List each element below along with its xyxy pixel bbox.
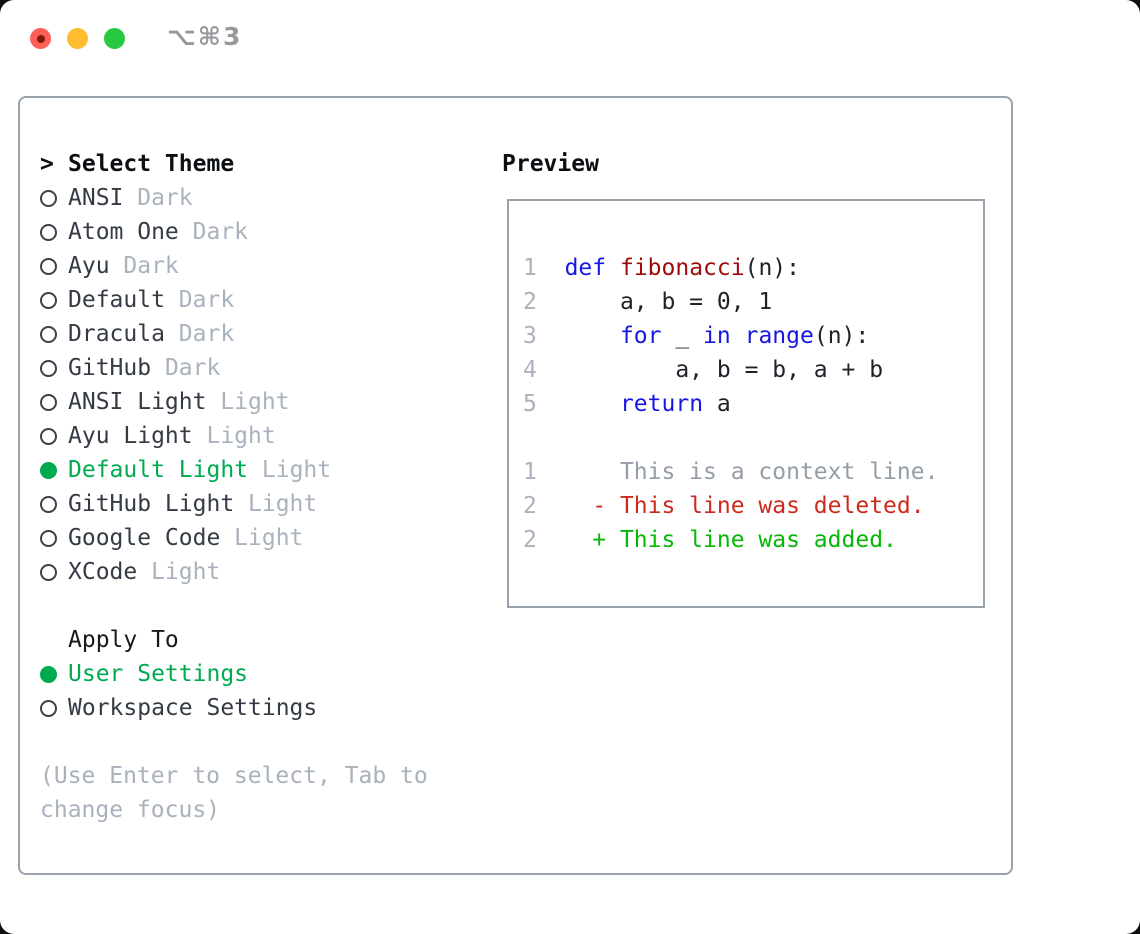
code-line: 2 - This line was deleted. (523, 493, 925, 519)
theme-option[interactable]: Google Code Light (40, 521, 502, 555)
apply-to-title: Apply To (68, 627, 179, 653)
theme-name: ANSI (68, 185, 138, 211)
theme-option[interactable]: Ayu Dark (40, 249, 502, 283)
theme-option[interactable]: ANSI Light Light (40, 385, 502, 419)
theme-option[interactable]: GitHub Light Light (40, 487, 502, 521)
theme-name: Google Code (68, 525, 235, 551)
radio-icon (40, 393, 57, 411)
radio-icon (40, 291, 57, 309)
theme-variant: Light (206, 423, 276, 449)
code-line: 2 a, b = 0, 1 (523, 289, 773, 315)
theme-picker-panel: > Select Theme ANSI Dark Atom One Dark A… (18, 96, 1013, 875)
radio-icon (40, 461, 57, 479)
radio-icon (40, 189, 57, 207)
theme-picker-column: > Select Theme ANSI Dark Atom One Dark A… (40, 147, 502, 873)
line-number: 1 (523, 459, 537, 485)
preview-box: 1 def fibonacci(n): 2 a, b = 0, 1 3 for _ … (507, 199, 985, 608)
theme-variant: Dark (192, 219, 249, 245)
radio-icon (40, 699, 57, 717)
apply-to-label: User Settings (68, 661, 249, 687)
theme-variant: Light (220, 389, 290, 415)
close-button[interactable] (30, 28, 51, 49)
theme-variant: Dark (178, 321, 235, 347)
line-number: 3 (523, 323, 537, 349)
theme-name: Dracula (68, 321, 179, 347)
radio-icon (40, 325, 57, 343)
title-bar: ⌥⌘3 (0, 0, 1140, 96)
code-preview: 1 def fibonacci(n): 2 a, b = 0, 1 3 for _ … (523, 251, 983, 557)
code-line (523, 421, 983, 455)
theme-name: Ayu Light (68, 423, 207, 449)
theme-name: ANSI Light (68, 389, 221, 415)
minimize-button[interactable] (67, 28, 88, 49)
apply-to-label: Workspace Settings (68, 695, 318, 721)
radio-icon (40, 529, 57, 547)
help-text: (Use Enter to select, Tab to change focu… (40, 763, 428, 823)
preview-title: Preview (502, 151, 599, 177)
theme-name: GitHub (68, 355, 165, 381)
theme-option[interactable]: GitHub Dark (40, 351, 502, 385)
theme-name: XCode (68, 559, 152, 585)
theme-list: ANSI Dark Atom One Dark Ayu Dark Default… (40, 181, 502, 589)
focus-caret-icon: > (40, 151, 54, 177)
unsaved-dot-icon (36, 34, 45, 43)
theme-name: Atom One (68, 219, 193, 245)
theme-option[interactable]: Dracula Dark (40, 317, 502, 351)
radio-icon (40, 665, 57, 683)
radio-icon (40, 257, 57, 275)
line-number: 2 (523, 527, 537, 553)
select-theme-header: > Select Theme (40, 147, 502, 181)
theme-variant: Dark (178, 287, 235, 313)
code-line: 2 + This line was added. (523, 527, 897, 553)
radio-icon (40, 495, 57, 513)
code-line: 5 return a (523, 391, 731, 417)
code-line: 1 This is a context line. (523, 459, 939, 485)
apply-to-list: User Settings Workspace Settings (40, 657, 502, 725)
window-title: ⌥⌘3 (167, 22, 243, 51)
line-number: 2 (523, 289, 537, 315)
theme-variant: Dark (164, 355, 221, 381)
theme-variant: Light (261, 457, 332, 483)
theme-option[interactable]: ANSI Dark (40, 181, 502, 215)
theme-name: Default (68, 287, 179, 313)
theme-option[interactable]: XCode Light (40, 555, 502, 589)
theme-name: Default Light (68, 457, 262, 483)
theme-option[interactable]: Ayu Light Light (40, 419, 502, 453)
theme-option[interactable]: Atom One Dark (40, 215, 502, 249)
theme-variant: Dark (123, 253, 179, 279)
radio-icon (40, 223, 57, 241)
line-number: 4 (523, 357, 537, 383)
theme-variant: Light (248, 491, 318, 517)
theme-variant: Dark (137, 185, 193, 211)
preview-column: Preview 1 def fibonacci(n): 2 a, b = 0, 1… (502, 147, 985, 873)
radio-icon (40, 427, 57, 445)
traffic-lights (30, 28, 125, 49)
theme-option[interactable]: Default Dark (40, 283, 502, 317)
theme-variant: Light (151, 559, 221, 585)
theme-option[interactable]: Default Light Light (40, 453, 502, 487)
radio-icon (40, 563, 57, 581)
theme-variant: Light (234, 525, 304, 551)
zoom-button[interactable] (104, 28, 125, 49)
select-theme-title: Select Theme (68, 151, 235, 177)
code-line: 1 def fibonacci(n): (523, 255, 800, 281)
radio-icon (40, 359, 57, 377)
code-line: 4 a, b = b, a + b (523, 357, 884, 383)
spacer (40, 589, 502, 623)
theme-name: Ayu (68, 253, 124, 279)
line-number: 1 (523, 255, 537, 281)
code-line: 3 for _ in range(n): (523, 323, 870, 349)
theme-name: GitHub Light (68, 491, 249, 517)
spacer (40, 725, 502, 759)
line-number: 5 (523, 391, 537, 417)
apply-to-option[interactable]: Workspace Settings (40, 691, 502, 725)
apply-to-option[interactable]: User Settings (40, 657, 502, 691)
line-number: 2 (523, 493, 537, 519)
